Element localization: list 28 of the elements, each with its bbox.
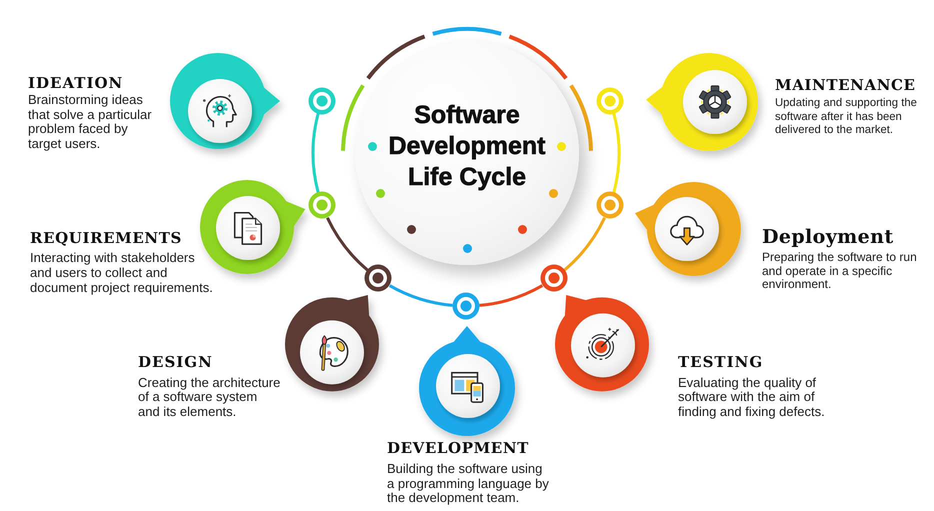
phase-description: Creating the architecture of a software system and its elements. — [138, 376, 282, 420]
phase-description: Evaluating the quality of software with the aim of finding and fixing defects. — [678, 376, 826, 420]
ring-marker — [452, 292, 480, 320]
ring-connector — [612, 113, 620, 193]
phase-description: Brainstorming ideas that solve a particular problem faced by target users. — [28, 93, 153, 152]
ring-marker — [596, 86, 624, 115]
ring-marker — [596, 191, 624, 220]
phase-heading: MAINTENANCE — [774, 76, 916, 94]
ring-connector — [563, 217, 606, 272]
phase-description: Updating and supporting the software after it has been delivered to the market. — [774, 97, 918, 138]
phase-description: Building the software using a programming language by the development team. — [387, 462, 549, 506]
ring-marker — [364, 264, 392, 292]
ring-marker — [308, 191, 336, 220]
ring-connector — [326, 217, 369, 272]
phase-heading: IDEATION — [28, 74, 124, 92]
ring-marker — [540, 264, 568, 292]
phase-heading: DEVELOPMENT — [387, 439, 529, 457]
phase-heading: DESIGN — [138, 352, 213, 371]
ring-connector — [312, 113, 320, 193]
ring-connector — [388, 284, 453, 307]
phase-heading: REQUIREMENTS — [30, 229, 182, 247]
phase-description: Interacting with stakeholders and users to collect and document project requirements. — [30, 250, 214, 295]
phase-heading: Deployment — [762, 226, 894, 249]
ring-connector — [479, 284, 544, 307]
hub-title: Software Development Life Cycle — [388, 100, 546, 192]
phase-heading: TESTING — [678, 352, 764, 371]
phase-description: Preparing the software to run and operate in a specific environment. — [762, 251, 918, 292]
ring-marker — [308, 86, 336, 115]
